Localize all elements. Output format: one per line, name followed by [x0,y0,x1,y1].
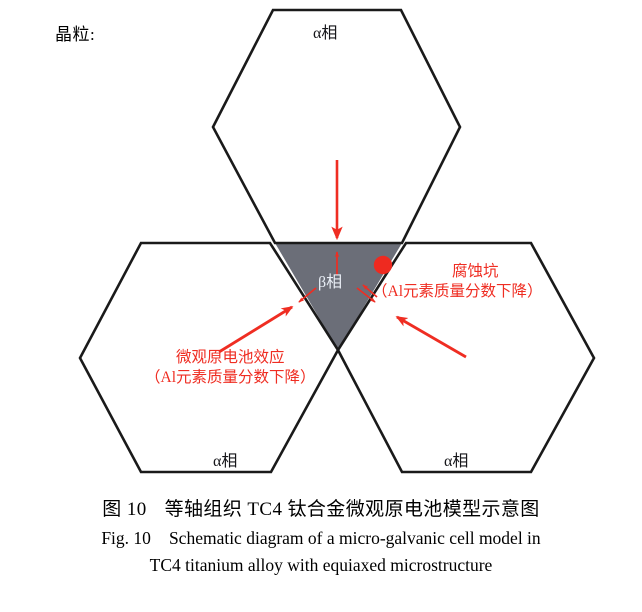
microstructure-diagram [78,8,596,474]
micro-galvanic-pointer-arrow [218,305,294,354]
corrosion-pit-pointer-arrow [395,315,467,359]
figure-caption: 图 10 等轴组织 TC4 钛合金微观原电池模型示意图 Fig. 10 Schema… [0,496,642,579]
annotation-micro-galvanic-title: 微观原电池效应 [176,349,285,366]
annotation-micro-galvanic: 微观原电池效应 （Al元素质量分数下降） [145,348,316,388]
caption-english-line1: Fig. 10 Schematic diagram of a micro-galv… [0,525,642,552]
grain-hexagon-bottom-right [336,241,596,474]
annotation-corrosion-pit-title: 腐蚀坑 [452,263,499,280]
phase-label-alpha-bottom-left: α相 [213,453,238,470]
grain-hexagon-top [211,8,462,245]
grain-hexagon-bottom-left [78,241,340,474]
phase-label-alpha-bottom-right: α相 [444,453,469,470]
annotation-corrosion-pit-subtitle: （Al元素质量分数下降） [372,282,543,300]
beta-arrow-down-left [298,287,317,303]
grain-legend-label: 晶粒: [55,25,96,44]
phase-label-alpha-top: α相 [313,25,338,42]
beta-phase-triangle [275,243,402,350]
pit-edge-arrow [362,284,378,298]
caption-english-number: Fig. 10 [101,527,151,548]
annotation-micro-galvanic-subtitle: （Al元素质量分数下降） [145,368,316,386]
annotation-corrosion-pit: 腐蚀坑 （Al元素质量分数下降） [372,262,543,302]
phase-label-beta-center: β相 [318,274,343,291]
caption-chinese: 图 10 等轴组织 TC4 钛合金微观原电池模型示意图 [0,496,642,525]
caption-english-line2: TC4 titanium alloy with equiaxed microst… [149,554,493,575]
caption-chinese-number: 图 10 [102,499,147,520]
corrosion-pit-marker [373,255,393,275]
caption-chinese-text: 等轴组织 TC4 钛合金微观原电池模型示意图 [164,499,540,520]
beta-arrow-down-right [356,287,376,303]
caption-english-text1: Schematic diagram of a micro-galvanic ce… [168,527,541,548]
